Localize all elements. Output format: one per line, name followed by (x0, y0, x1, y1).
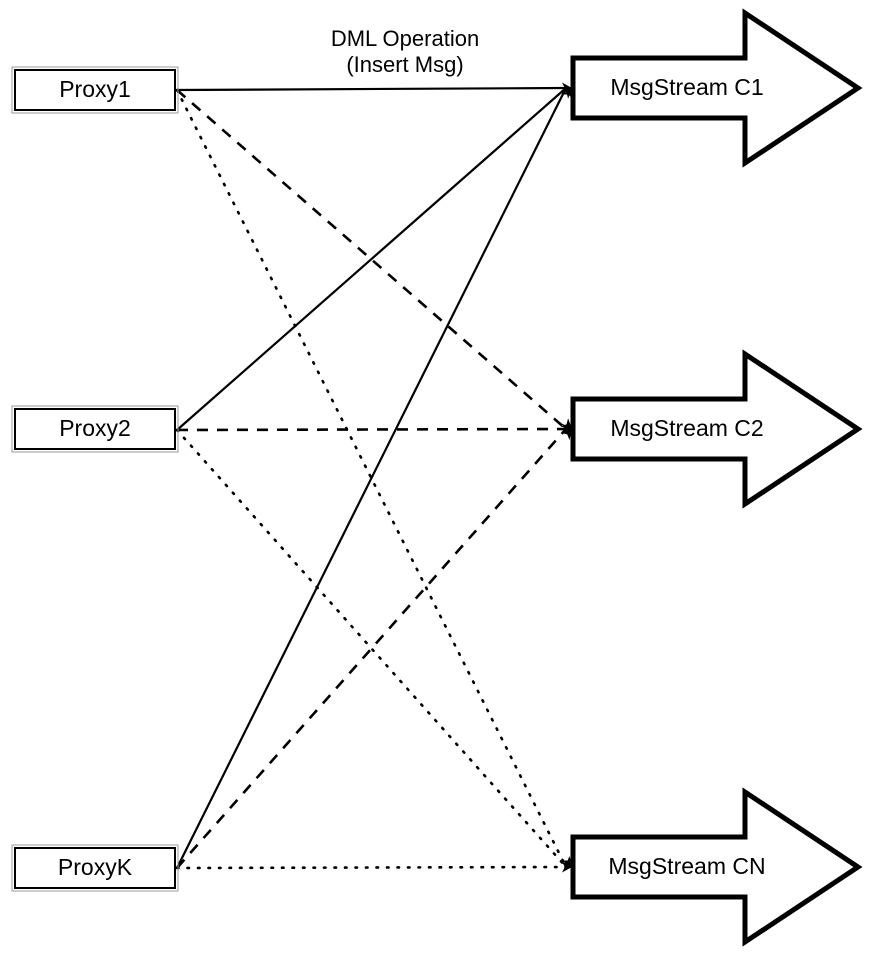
msgstream-node-c2[interactable]: MsgStream C2 (570, 349, 863, 509)
msgstream-node-cn[interactable]: MsgStream CN (570, 787, 863, 947)
proxy-box-outline-proxy2 (11, 405, 179, 453)
edge-proxy1-to-c1 (176, 86, 567, 92)
msgstream-node-c1[interactable]: MsgStream C1 (570, 8, 863, 168)
edge-proxy1-to-c2 (176, 89, 567, 430)
proxy-box-proxy1 (14, 69, 176, 111)
streams-layer: MsgStream C1 MsgStream C2 MsgStream CN (570, 8, 863, 947)
proxy-node-proxy2[interactable]: Proxy2 (11, 405, 179, 453)
msgstream-label-cn: MsgStream CN (608, 853, 765, 879)
edge-proxy2-to-c1 (176, 87, 567, 431)
arrowhead-proxyk-to-c1 (562, 88, 573, 100)
proxy-label-proxyk: ProxyK (58, 854, 133, 880)
edge-proxy1-to-cn (175, 88, 568, 869)
edge-proxyk-to-c2 (176, 428, 567, 869)
edge-proxyk-to-cn (175, 865, 568, 870)
edge-proxy2-to-c2 (176, 427, 567, 432)
arrowhead-proxy2-to-cn (561, 855, 572, 867)
proxy-node-proxyk[interactable]: ProxyK (11, 844, 179, 892)
edge-proxyk-to-c1 (176, 87, 567, 869)
proxy-box-outline-proxy1 (11, 66, 179, 114)
proxy-box-proxyk (14, 847, 176, 889)
arrowheads-layer (560, 82, 573, 873)
edge-label-group: DML Operation (Insert Msg) (331, 26, 479, 77)
msgstream-arrow-shape-c2 (570, 349, 863, 509)
arrowhead-proxyk-to-c2 (561, 429, 572, 441)
msgstream-label-c1: MsgStream C1 (610, 74, 763, 100)
arrowhead-proxyk-to-cn (561, 861, 572, 873)
msgstream-arrow-shape-cn (570, 787, 863, 947)
proxy-label-proxy1: Proxy1 (59, 76, 131, 102)
msgstream-label-c2: MsgStream C2 (610, 415, 763, 441)
dml-operation-label: DML Operation (331, 26, 479, 51)
proxy-node-proxy1[interactable]: Proxy1 (11, 66, 179, 114)
proxy-box-proxy2 (14, 408, 176, 450)
edges-layer (175, 86, 568, 870)
msgstream-arrow-shape-c1 (570, 8, 863, 168)
insert-msg-label: (Insert Msg) (346, 52, 463, 77)
proxy-box-outline-proxyk (11, 844, 179, 892)
proxy-label-proxy2: Proxy2 (59, 415, 131, 441)
